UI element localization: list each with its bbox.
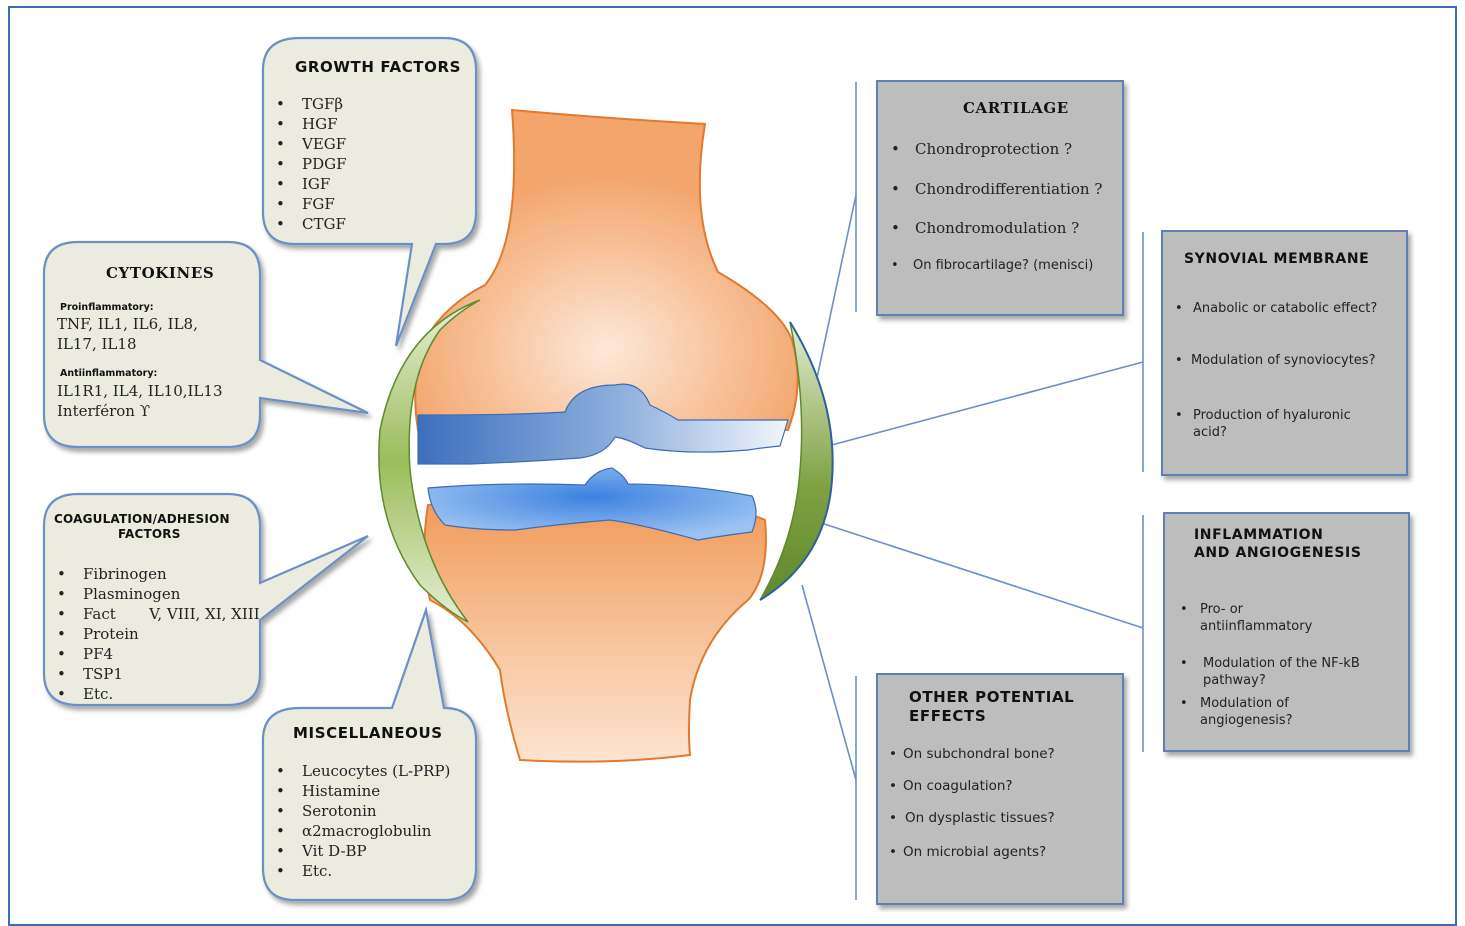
list-item: Modulation of the NF-kB pathway? [1180, 655, 1368, 689]
list-item: On fibrocartilage? (menisci) [891, 256, 1121, 276]
inflammation-title-line1: INFLAMMATION [1194, 527, 1323, 543]
list-item: On microbial agents? [889, 842, 1119, 862]
cytokines-title: CYTOKINES [106, 264, 214, 282]
growth-factors-title: GROWTH FACTORS [295, 58, 461, 76]
list-item: Chondrodifferentiation ? [891, 179, 1121, 199]
list-item: Plasminogen [57, 584, 257, 604]
synovial-title: SYNOVIAL MEMBRANE [1184, 251, 1369, 267]
list-item: Leucocytes (L-PRP) [276, 761, 450, 781]
list-item: TSP1 [57, 664, 257, 684]
list-item: Production of hyaluronic acid? [1175, 407, 1383, 441]
proinflammatory-label: Proinflammatory: [60, 302, 154, 313]
synovial-list: Anabolic or catabolic effect? Modulation… [1175, 299, 1405, 441]
list-item: Serotonin [276, 801, 450, 821]
list-item: IGF [276, 174, 347, 194]
other-effects-box: OTHER POTENTIAL EFFECTS On subchondral b… [877, 674, 1123, 904]
list-item: Vit D-BP [276, 841, 450, 861]
coagulation-title-line1: COAGULATION/ADHESION [54, 512, 230, 526]
list-item: Fibrinogen [57, 564, 257, 584]
list-item: Histamine [276, 781, 450, 801]
list-item: FGF [276, 194, 347, 214]
inflammation-list: Pro- or antiinflammatory Modulation of t… [1180, 601, 1380, 729]
list-item: HGF [276, 114, 347, 134]
list-item: Modulation of angiogenesis? [1180, 695, 1340, 729]
inflammation-box: INFLAMMATION AND ANGIOGENESIS Pro- or an… [1164, 513, 1409, 751]
list-item: CTGF [276, 214, 347, 234]
synovial-membrane-box: SYNOVIAL MEMBRANE Anabolic or catabolic … [1162, 231, 1407, 475]
miscellaneous-title: MISCELLANEOUS [293, 724, 443, 742]
other-list: On subchondral bone? On coagulation? On … [889, 744, 1119, 862]
list-item: Protein [57, 624, 257, 644]
antiinflammatory-line: Interféron ϒ [57, 401, 150, 421]
list-item: PF4 [57, 644, 257, 664]
growth-factors-list: TGFβ HGF VEGF PDGF IGF FGF CTGF [276, 94, 347, 234]
antiinflammatory-line: IL1R1, IL4, IL10,IL13 [57, 381, 222, 401]
proinflammatory-line: TNF, IL1, IL6, IL8, [57, 314, 198, 334]
list-item: Modulation of synoviocytes? [1175, 351, 1405, 371]
list-item: Anabolic or catabolic effect? [1175, 299, 1405, 319]
other-title-line2: EFFECTS [909, 707, 986, 725]
list-item: TGFβ [276, 94, 347, 114]
list-item: Chondromodulation ? [891, 218, 1121, 238]
proinflammatory-line: IL17, IL18 [57, 334, 136, 354]
cartilage-title: CARTILAGE [963, 99, 1069, 117]
list-item: Etc. [57, 684, 257, 704]
miscellaneous-list: Leucocytes (L-PRP) Histamine Serotonin α… [276, 761, 450, 881]
list-item: PDGF [276, 154, 347, 174]
inflammation-title-line2: AND ANGIOGENESIS [1194, 545, 1362, 561]
list-item: Fact V, VIII, XI, XIII [57, 604, 257, 624]
cartilage-list: Chondroprotection ? Chondrodifferentiati… [891, 139, 1121, 276]
list-item: Etc. [276, 861, 450, 881]
other-title-line1: OTHER POTENTIAL [909, 688, 1074, 706]
coagulation-bubble: COAGULATION/ADHESION FACTORS Fibrinogen … [44, 494, 260, 705]
cartilage-box: CARTILAGE Chondroprotection ? Chondrodif… [877, 81, 1123, 315]
coagulation-title-line2: FACTORS [118, 527, 181, 541]
list-item: VEGF [276, 134, 347, 154]
list-item: On dysplastic tissues? [889, 808, 1119, 828]
list-item: Pro- or antiinflammatory [1180, 601, 1350, 635]
miscellaneous-bubble: MISCELLANEOUS Leucocytes (L-PRP) Histami… [263, 708, 476, 900]
cytokines-bubble: CYTOKINES Proinflammatory: TNF, IL1, IL6… [44, 242, 260, 447]
list-item: Chondroprotection ? [891, 139, 1121, 159]
list-item: α2macroglobulin [276, 821, 450, 841]
list-item: On coagulation? [889, 776, 1119, 796]
growth-factors-bubble: GROWTH FACTORS TGFβ HGF VEGF PDGF IGF FG… [263, 38, 476, 244]
list-item: On subchondral bone? [889, 744, 1119, 764]
antiinflammatory-label: Antiinflammatory: [60, 368, 157, 379]
coagulation-list: Fibrinogen Plasminogen Fact V, VIII, XI,… [57, 564, 257, 704]
